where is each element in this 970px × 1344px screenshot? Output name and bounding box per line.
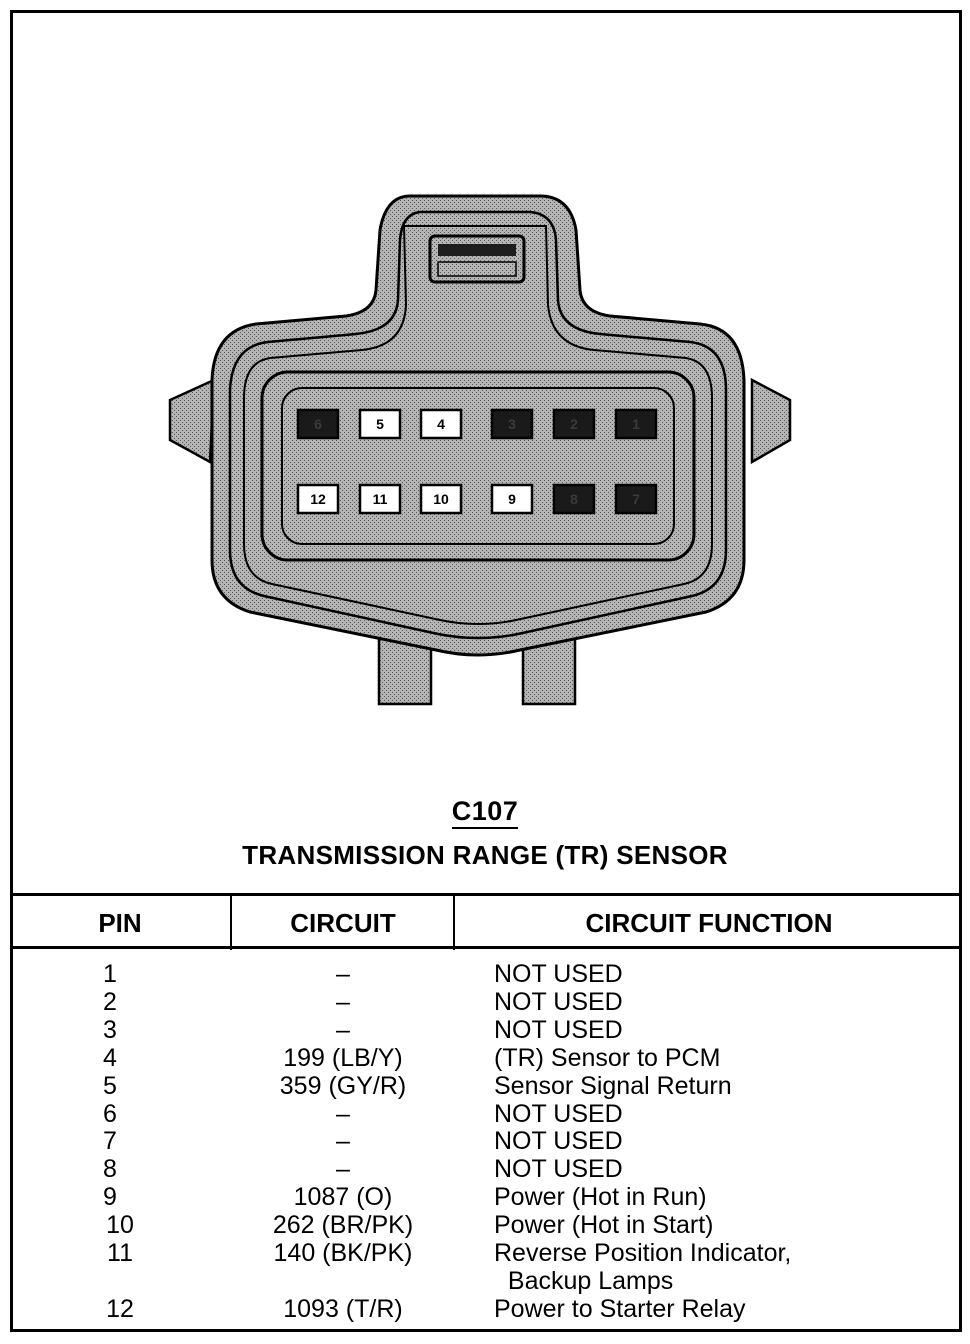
pin-cavity-2	[552, 408, 596, 440]
header-circuit: CIRCUIT	[290, 908, 396, 938]
pin-cavity-4	[419, 408, 463, 440]
header-circuit-function: CIRCUIT FUNCTION	[585, 908, 833, 938]
pin-cavity-3	[490, 408, 534, 440]
pin-number: 7	[103, 1127, 117, 1156]
connector-id: C107	[0, 796, 970, 829]
pin-cavity-6	[296, 408, 340, 440]
circuit-code: –	[336, 1099, 350, 1128]
pin-label-9: 9	[508, 491, 516, 507]
pin-number: 11	[107, 1239, 133, 1267]
table-top-rule	[10, 893, 962, 896]
pin-label-12: 12	[310, 491, 326, 507]
pin-label-10: 10	[433, 491, 449, 507]
circuit-code: –	[336, 1015, 350, 1044]
pin-number: 4	[103, 1043, 117, 1072]
pin-cavity-8	[552, 483, 596, 515]
circuit-code: –	[336, 1155, 350, 1184]
circuit-function: NOT USED	[494, 1127, 623, 1156]
pin-cavity-window	[260, 370, 696, 562]
pin-cavity-10	[419, 483, 463, 515]
circuit-code: 140 (BK/PK)	[273, 1239, 413, 1267]
pin-row-top: 6 5 4 3 2 1	[296, 408, 658, 440]
circuit-code: 1093 (T/R)	[283, 1294, 403, 1323]
pin-cavity-9	[490, 483, 534, 515]
circuit-code: 199 (LB/Y)	[283, 1043, 403, 1072]
table-divider-2	[453, 895, 455, 950]
table-divider-1	[230, 895, 232, 950]
circuit-function: Power (Hot in Run)	[494, 1183, 707, 1212]
connector-seal-outline	[228, 210, 728, 640]
pin-number: 10	[106, 1211, 134, 1240]
pin-label-5: 5	[376, 416, 384, 432]
circuit-code: –	[336, 987, 350, 1016]
pin-number: 12	[106, 1294, 134, 1323]
pin-label-8: 8	[570, 491, 578, 507]
circuit-code: –	[336, 960, 350, 988]
table-header-rule	[10, 946, 962, 949]
pin-number: 9	[103, 1183, 117, 1212]
circuit-code: 359 (GY/R)	[279, 1071, 407, 1100]
pinout-table	[10, 895, 962, 1332]
pin-number: 3	[103, 1015, 117, 1044]
pin-label-3: 3	[508, 416, 516, 432]
pin-label-6: 6	[314, 416, 322, 432]
connector-key-slot	[428, 234, 526, 284]
circuit-code: –	[336, 1127, 350, 1156]
circuit-code: 262 (BR/PK)	[272, 1211, 414, 1240]
pin-label-11: 11	[373, 491, 388, 507]
circuit-function: Reverse Position Indicator,	[494, 1239, 792, 1267]
diagram-frame	[10, 10, 962, 1332]
pin-number: 5	[103, 1071, 117, 1100]
circuit-function: NOT USED	[494, 960, 623, 988]
pin-cavity-5	[358, 408, 402, 440]
pin-number: 6	[103, 1099, 117, 1128]
header-pin: PIN	[98, 908, 142, 938]
circuit-function: NOT USED	[494, 1155, 623, 1184]
pin-number: 1	[103, 960, 117, 988]
pin-label-7: 7	[632, 491, 640, 507]
circuit-function: Sensor Signal Return	[494, 1071, 732, 1100]
pin-label-2: 2	[570, 416, 578, 432]
circuit-function: (TR) Sensor to PCM	[494, 1043, 721, 1072]
pin-cavity-7	[614, 483, 658, 515]
pin-cavity-1	[614, 408, 658, 440]
circuit-function: Backup Lamps	[494, 1266, 674, 1295]
circuit-function: Power to Starter Relay	[494, 1294, 746, 1323]
pin-row-bottom: 12 11 10 9 8 7	[296, 483, 658, 515]
connector-face-diagram: 6 5 4 3 2 1 12 11 10 9 8 7	[168, 194, 792, 706]
pin-cavity-12	[296, 483, 340, 515]
connector-title: TRANSMISSION RANGE (TR) SENSOR	[242, 840, 728, 870]
pin-number: 2	[103, 987, 117, 1016]
circuit-function: NOT USED	[494, 987, 623, 1016]
circuit-function: NOT USED	[494, 1099, 623, 1128]
pin-number: 8	[103, 1155, 117, 1184]
pin-label-1: 1	[632, 416, 640, 432]
pin-label-4: 4	[437, 416, 445, 432]
circuit-function: Power (Hot in Start)	[494, 1211, 714, 1240]
pin-cavity-11	[358, 483, 402, 515]
circuit-code: 1087 (O)	[293, 1183, 393, 1212]
circuit-function: NOT USED	[494, 1015, 623, 1044]
